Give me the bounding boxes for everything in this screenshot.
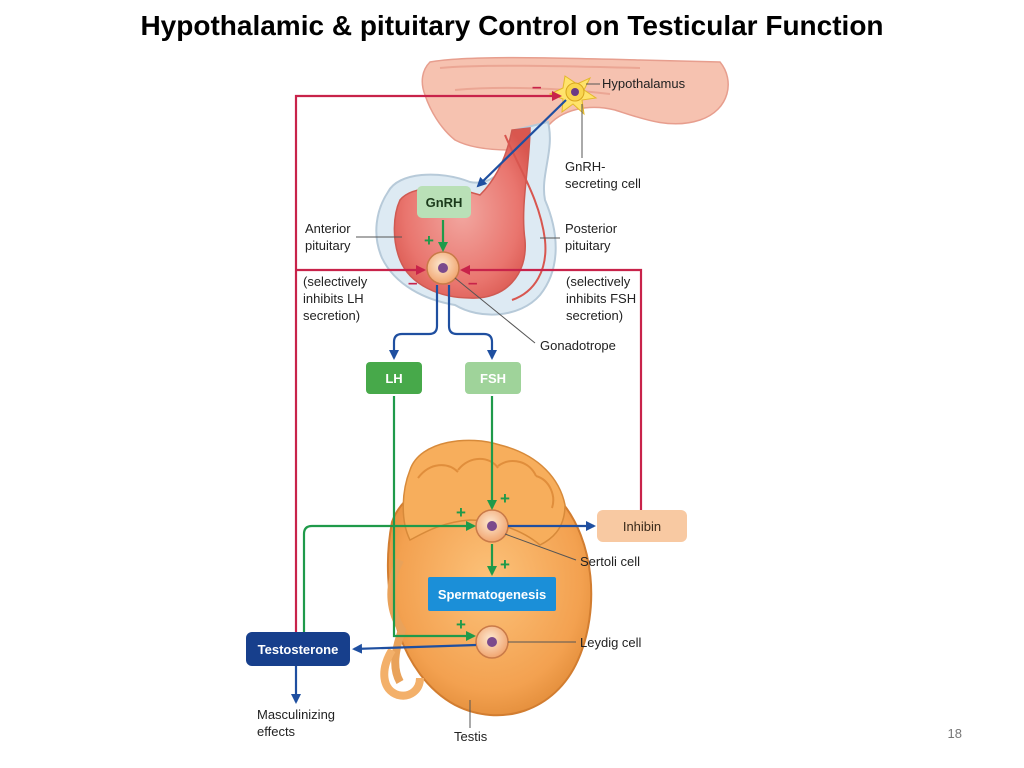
stimulation-arrows xyxy=(302,220,497,641)
anterior-pituitary-label-2: pituitary xyxy=(305,238,351,253)
sertoli-cell xyxy=(475,509,509,543)
inhibits-lh-label-1: (selectively xyxy=(303,274,368,289)
inhibits-fsh-label-1: (selectively xyxy=(566,274,631,289)
sertoli-cell-label: Sertoli cell xyxy=(580,554,640,569)
plus-sign-lh: + xyxy=(456,615,466,634)
testosterone-box: Testosterone xyxy=(246,632,350,666)
plus-sign-gnrh: + xyxy=(424,231,434,250)
inhibits-lh-label-3: secretion) xyxy=(303,308,360,323)
leader-lines xyxy=(356,83,600,728)
testosterone-box-label: Testosterone xyxy=(258,642,339,657)
minus-sign-fsh: – xyxy=(468,273,477,292)
inhibin-box: Inhibin xyxy=(597,510,687,542)
inhibits-fsh-label-2: inhibits FSH xyxy=(566,291,636,306)
page-number: 18 xyxy=(947,726,962,741)
lh-box: LH xyxy=(366,362,422,394)
minus-sign-lh: – xyxy=(408,273,417,292)
secretion-arrows xyxy=(291,99,596,704)
posterior-pituitary-label-1: Posterior xyxy=(565,221,618,236)
gnrh-cell-label-2: secreting cell xyxy=(565,176,641,191)
testosterone-feedback-line xyxy=(294,91,562,632)
stimulation-signs: + + + + + xyxy=(424,231,510,634)
spermatogenesis-box: Spermatogenesis xyxy=(428,577,556,611)
inhibition-signs: – – – xyxy=(408,77,541,292)
gnrh-cell-label-1: GnRH- xyxy=(565,159,605,174)
inhibin-feedback-line xyxy=(460,265,643,510)
plus-sign-spermatogenesis: + xyxy=(500,555,510,574)
spermatogenesis-box-label: Spermatogenesis xyxy=(438,587,546,602)
plus-sign-testosterone: + xyxy=(456,503,466,522)
leydig-cell xyxy=(475,625,509,659)
anterior-pituitary-label-1: Anterior xyxy=(305,221,351,236)
gnrh-box-label: GnRH xyxy=(426,195,463,210)
posterior-pituitary-label-2: pituitary xyxy=(565,238,611,253)
gnrh-secreting-cell xyxy=(548,75,598,116)
slide-title: Hypothalamic & pituitary Control on Test… xyxy=(140,10,884,41)
hypothalamus-label: Hypothalamus xyxy=(602,76,686,91)
lh-box-label: LH xyxy=(385,371,402,386)
masculinizing-label-1: Masculinizing xyxy=(257,707,335,722)
leydig-cell-label: Leydig cell xyxy=(580,635,642,650)
gnrh-box: GnRH xyxy=(417,186,471,218)
inhibin-box-label: Inhibin xyxy=(623,519,661,534)
minus-sign-hypothalamus: – xyxy=(532,77,541,96)
gonadotrope-label: Gonadotrope xyxy=(540,338,616,353)
plus-sign-fsh: + xyxy=(500,489,510,508)
inhibits-fsh-label-3: secretion) xyxy=(566,308,623,323)
inhibits-lh-label-2: inhibits LH xyxy=(303,291,364,306)
pituitary-illustration xyxy=(375,120,557,316)
fsh-box-label: FSH xyxy=(480,371,506,386)
gonadotrope-cell xyxy=(426,251,460,285)
masculinizing-label-2: effects xyxy=(257,724,296,739)
testis-label: Testis xyxy=(454,729,488,744)
fsh-box: FSH xyxy=(465,362,521,394)
